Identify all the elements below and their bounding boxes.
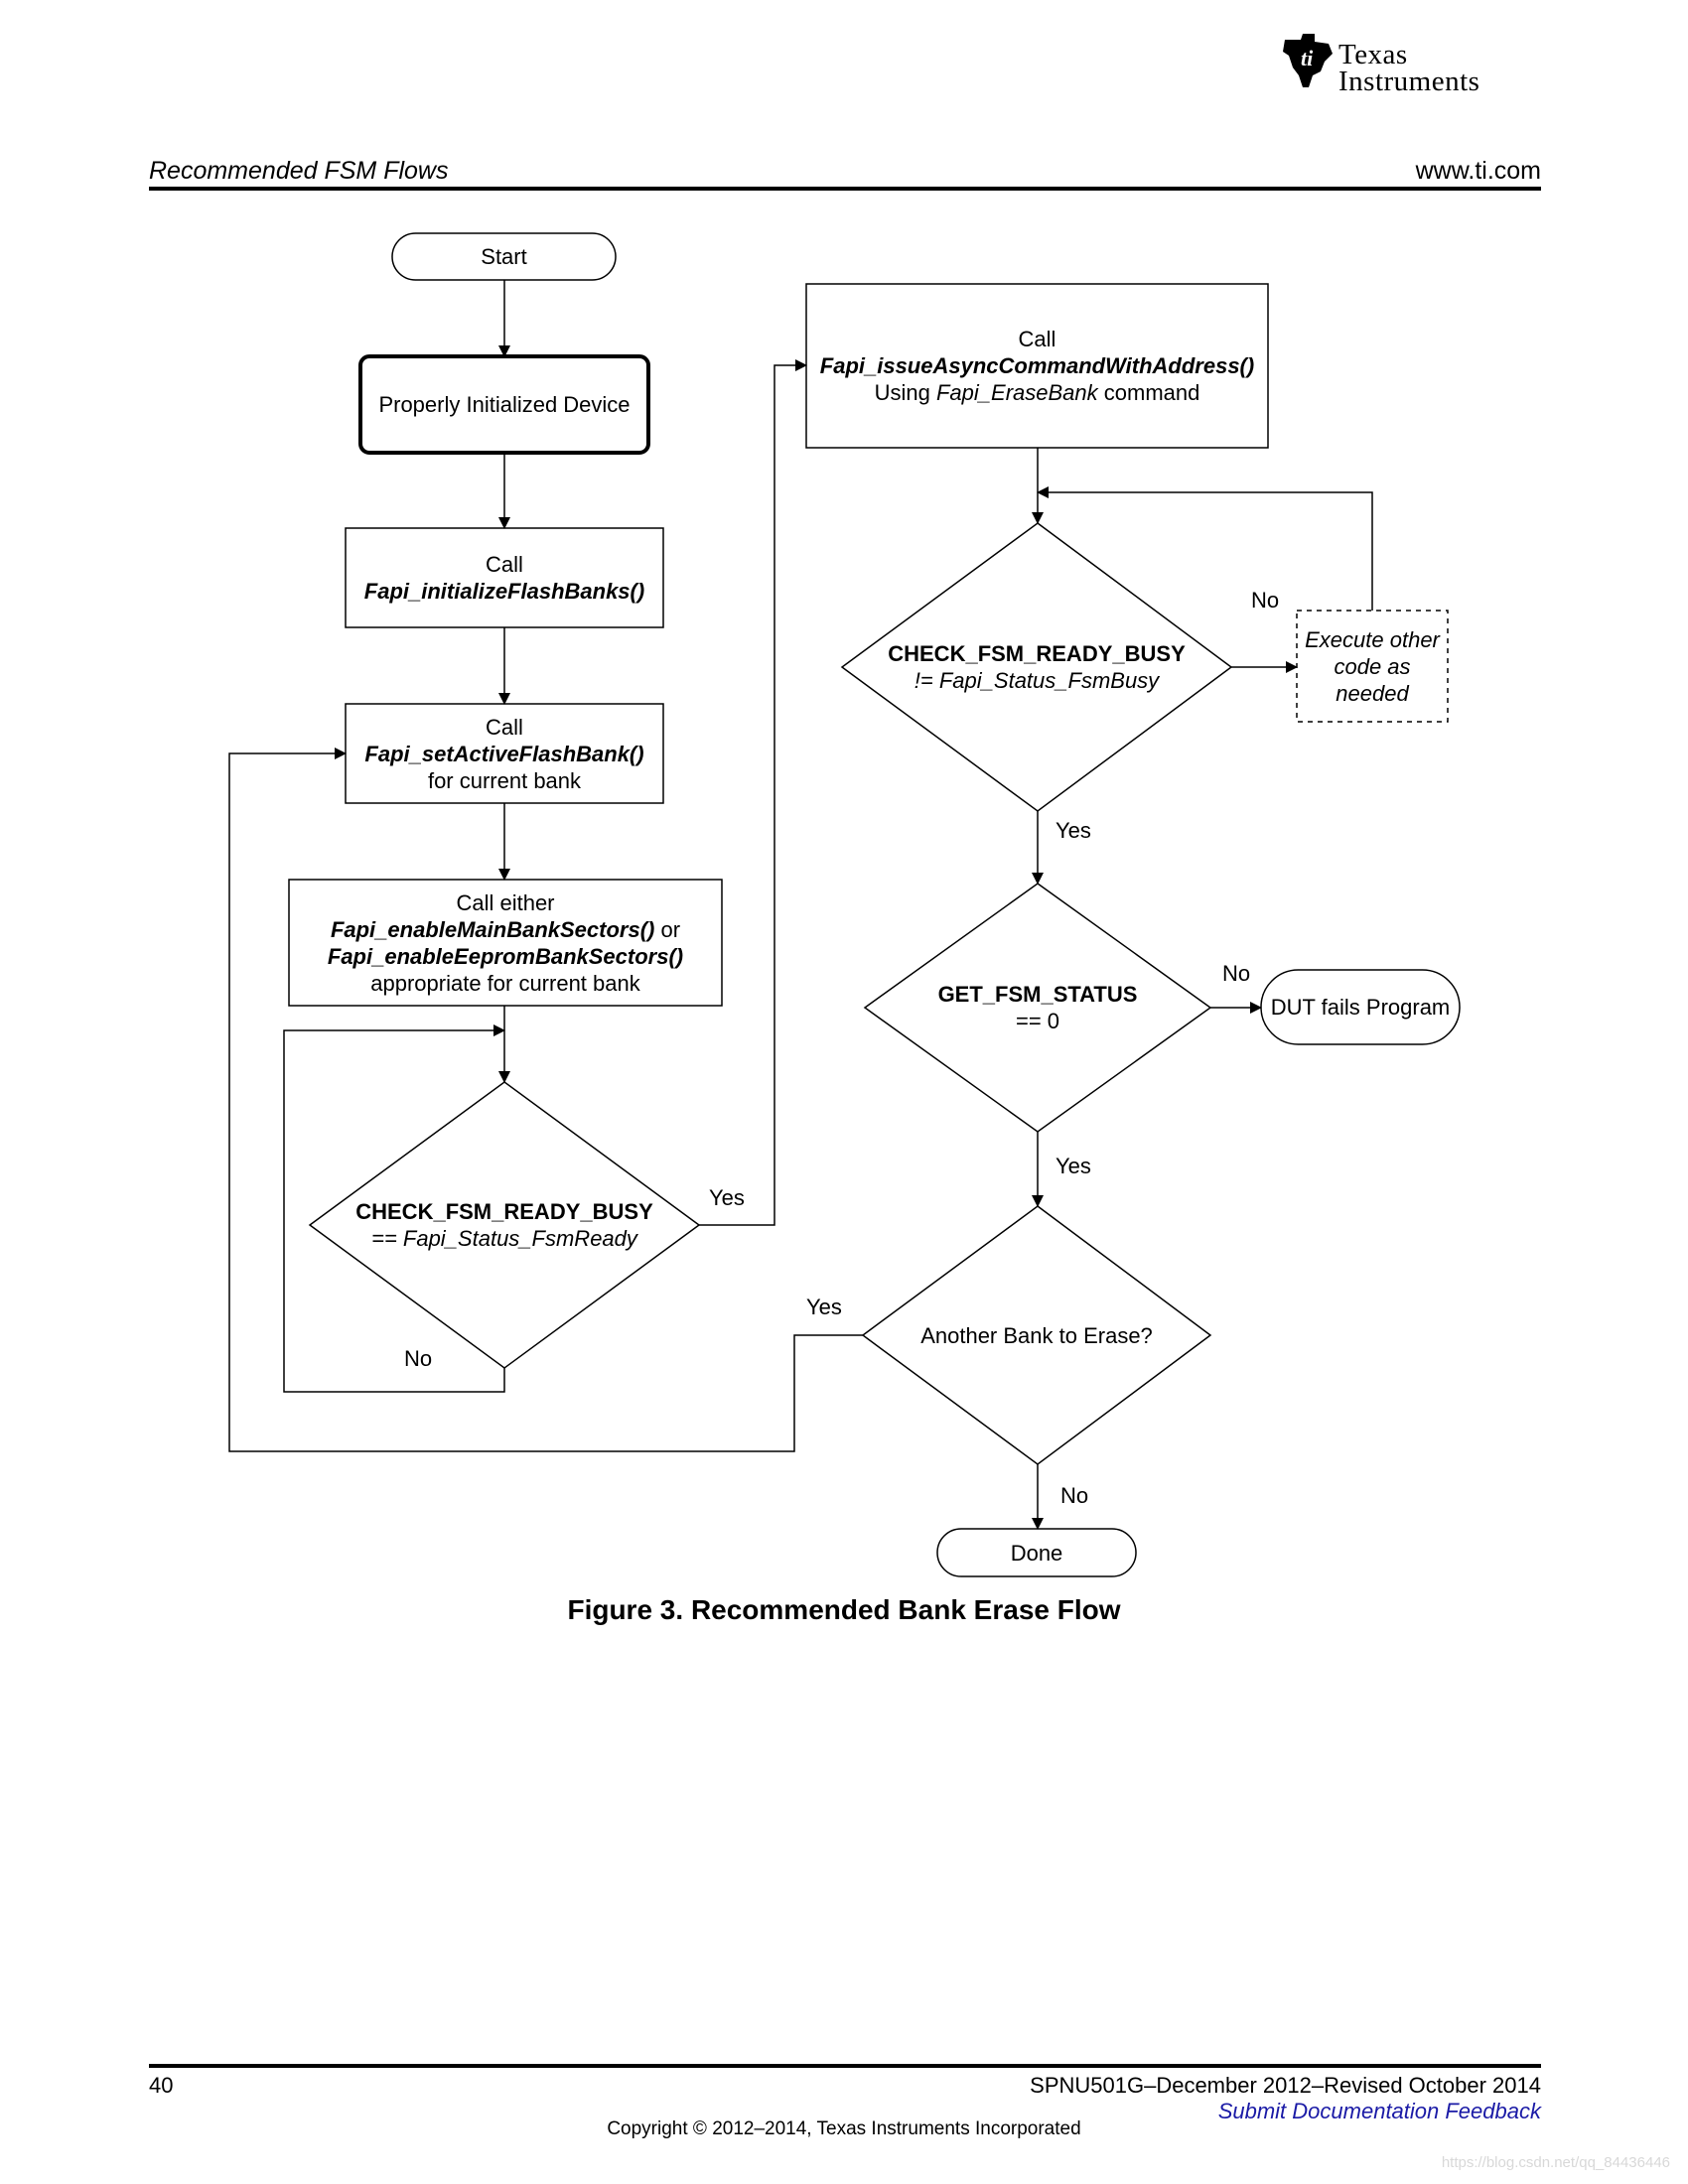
get-status-label: GET_FSM_STATUS == 0: [865, 964, 1210, 1051]
feedback-link[interactable]: Submit Documentation Feedback: [1217, 2099, 1541, 2123]
init-banks-line1: Call: [486, 552, 523, 577]
get-status-line1: GET_FSM_STATUS: [937, 982, 1138, 1007]
start-label: Start: [392, 233, 616, 280]
header-rule: [149, 187, 1541, 191]
label-no-status: No: [1222, 961, 1251, 986]
issue-cmd-using: Using: [874, 380, 936, 405]
issue-cmd-erase-bank: Fapi_EraseBank: [935, 380, 1098, 405]
set-active-line1: Call: [486, 714, 523, 740]
init-banks-function: Fapi_initializeFlashBanks(): [363, 579, 645, 604]
page-number: 40: [149, 2073, 174, 2098]
label-no-another: No: [1060, 1483, 1089, 1508]
issue-cmd-line1: Call: [1018, 327, 1056, 351]
issue-cmd-command: command: [1097, 380, 1200, 405]
enable-sectors-line1: Call either: [456, 889, 555, 915]
watermark: https://blog.csdn.net/qq_84436446: [1441, 2154, 1670, 2171]
enable-eeprom-function: Fapi_enableEepromBankSectors(): [327, 943, 684, 969]
logo-word-texas: Texas: [1338, 39, 1408, 70]
set-active-line3: for current bank: [427, 767, 582, 793]
label-yes-status: Yes: [1055, 1154, 1091, 1178]
section-title: Recommended FSM Flows: [149, 157, 449, 185]
execute-other-line1: Execute other: [1305, 626, 1440, 652]
get-status-line2: == 0: [1015, 1009, 1060, 1033]
start-text: Start: [481, 244, 527, 269]
check-ready-label: CHECK_FSM_READY_BUSY == Fapi_Status_FsmR…: [310, 1181, 699, 1269]
check-busy-line1: CHECK_FSM_READY_BUSY: [888, 641, 1186, 666]
enable-sectors-or: or: [654, 916, 681, 942]
set-active-function: Fapi_setActiveFlashBank(): [364, 741, 644, 766]
arrow-check-no-loop: [283, 1024, 505, 1393]
init-device-label: Properly Initialized Device: [360, 356, 648, 453]
check-busy-line2: != Fapi_Status_FsmBusy: [914, 668, 1160, 693]
set-active-label: Call Fapi_setActiveFlashBank() for curre…: [346, 704, 663, 803]
copyright: Copyright © 2012–2014, Texas Instruments…: [607, 2118, 1081, 2139]
another-bank-text: Another Bank to Erase?: [920, 1322, 1153, 1348]
dut-fails-label: DUT fails Program: [1261, 970, 1460, 1044]
document-id: SPNU501G–December 2012–Revised October 2…: [1030, 2073, 1541, 2098]
label-no-ready: No: [404, 1346, 433, 1371]
init-banks-label: Call Fapi_initializeFlashBanks(): [346, 528, 663, 627]
label-yes-another: Yes: [806, 1295, 842, 1319]
execute-other-line3: needed: [1336, 680, 1409, 706]
enable-sectors-line4: appropriate for current bank: [370, 970, 640, 996]
label-yes-busy: Yes: [1055, 818, 1091, 843]
ti-state-icon: ti: [1283, 34, 1333, 87]
figure-caption: Figure 3. Recommended Bank Erase Flow: [567, 1594, 1121, 1625]
issue-cmd-label: Call Fapi_issueAsyncCommandWithAddress()…: [806, 284, 1268, 448]
arrow-check-yes-to-issue: [699, 359, 807, 1226]
issue-cmd-function: Fapi_issueAsyncCommandWithAddress(): [819, 353, 1255, 378]
execute-other-line2: code as: [1334, 653, 1411, 679]
execute-other-label: Execute other code as needed: [1297, 611, 1448, 722]
footer-rule: [149, 2064, 1541, 2068]
arrow-another-yes-loop: [228, 748, 863, 1452]
logo-word-instruments: Instruments: [1338, 66, 1480, 97]
check-ready-line2: == Fapi_Status_FsmReady: [371, 1226, 637, 1251]
dut-fails-text: DUT fails Program: [1270, 995, 1451, 1020]
init-device-text: Properly Initialized Device: [378, 392, 631, 417]
site-link[interactable]: www.ti.com: [1415, 157, 1541, 185]
enable-sectors-label: Call either Fapi_enableMainBankSectors()…: [289, 880, 722, 1006]
another-bank-label: Another Bank to Erase?: [863, 1310, 1210, 1360]
enable-main-function: Fapi_enableMainBankSectors(): [330, 916, 655, 942]
arrow-execute-loop-back: [1037, 486, 1373, 611]
done-text: Done: [1010, 1540, 1063, 1566]
label-no-busy: No: [1251, 588, 1280, 613]
svg-text:ti: ti: [1301, 46, 1314, 70]
label-yes-ready: Yes: [709, 1185, 745, 1210]
done-label: Done: [937, 1529, 1136, 1576]
check-ready-line1: CHECK_FSM_READY_BUSY: [355, 1199, 653, 1224]
ti-logo: ti Texas Instruments: [1281, 32, 1539, 101]
check-busy-label: CHECK_FSM_READY_BUSY != Fapi_Status_FsmB…: [842, 623, 1231, 711]
